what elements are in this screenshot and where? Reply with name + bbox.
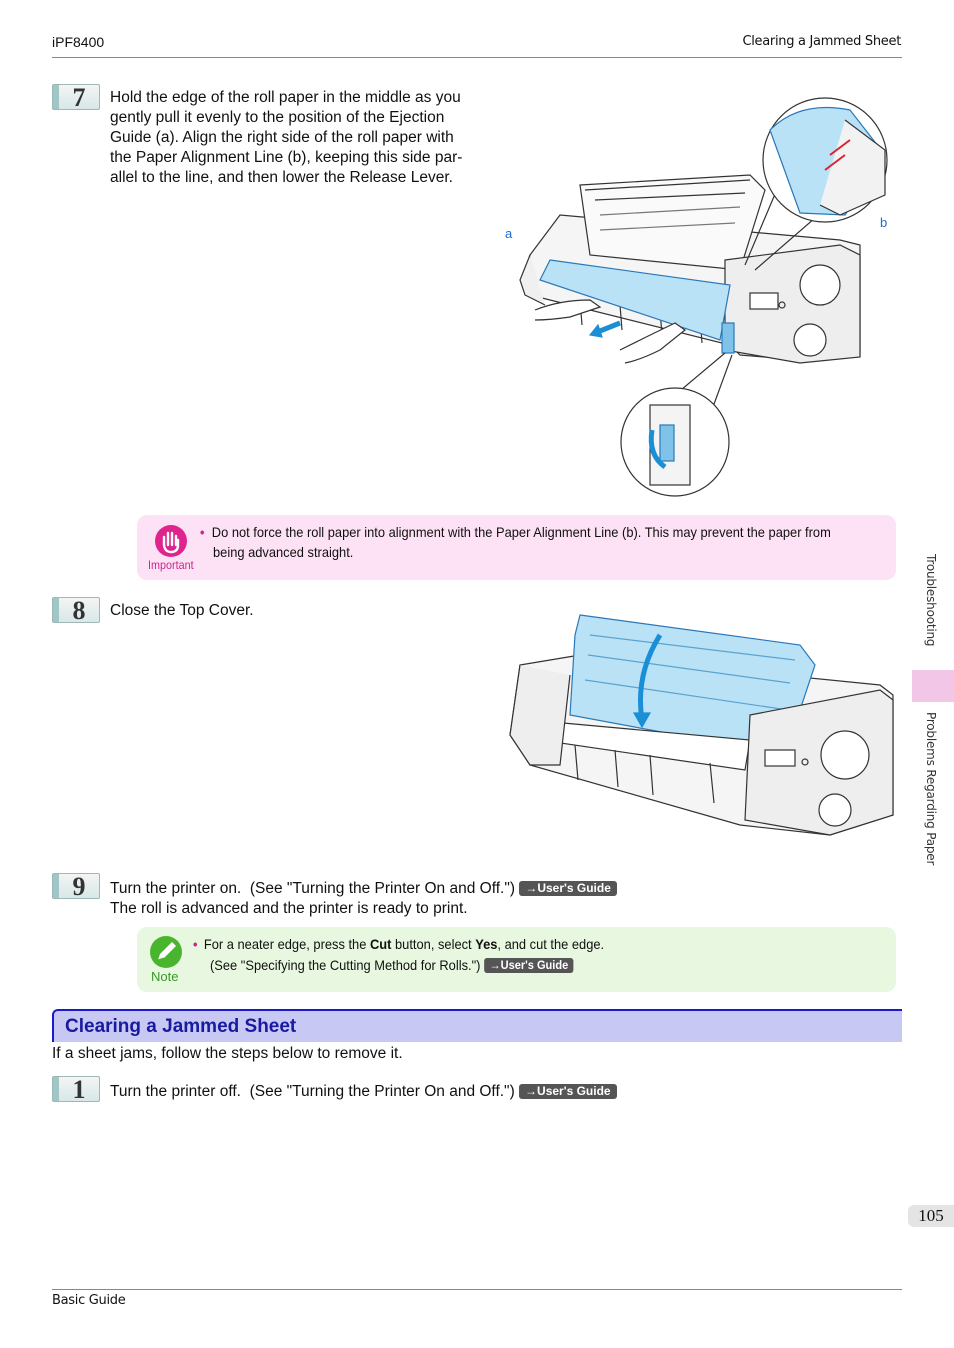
step-8-number: 8 <box>52 597 100 624</box>
step-7-line: the Paper Alignment Line (b), keeping th… <box>110 149 463 166</box>
step-7-line: gently pull it evenly to the position of… <box>110 109 445 126</box>
note-label: Note <box>151 969 179 984</box>
callout-b: b <box>880 215 887 230</box>
step-1-line: Turn the printer off. (See "Turning the … <box>110 1082 617 1102</box>
header-divider <box>52 57 902 58</box>
note-text-mid: button, select <box>391 936 476 952</box>
sidebar-category: Troubleshooting <box>924 554 938 647</box>
step-9-line-2: The roll is advanced and the printer is … <box>110 900 468 917</box>
footer-divider <box>52 1289 902 1290</box>
step-1-number: 1 <box>52 1076 100 1103</box>
footer-guide: Basic Guide <box>52 1293 126 1308</box>
section-title: Clearing a Jammed Sheet <box>65 1016 297 1037</box>
users-guide-link[interactable]: →User's Guide <box>519 881 617 896</box>
users-guide-link[interactable]: →User's Guide <box>519 1084 617 1099</box>
step-7-text: Hold the edge of the roll paper in the m… <box>110 88 500 188</box>
important-text: • Do not force the roll paper into align… <box>200 522 831 542</box>
cut-keyword: Cut <box>369 936 392 952</box>
important-label: Important <box>148 558 194 572</box>
step-9-line-1: Turn the printer on. (See "Turning the P… <box>110 879 617 899</box>
users-guide-link[interactable]: →User's Guide <box>484 958 574 973</box>
section-intro: If a sheet jams, follow the steps below … <box>52 1045 403 1062</box>
page-number: 105 <box>908 1205 954 1227</box>
note-text-post: , and cut the edge. <box>497 936 605 952</box>
header-model: iPF8400 <box>52 34 105 50</box>
step-9-text: Turn the printer on. (See "Turning the P… <box>110 880 520 897</box>
step-7-illustration: a b <box>505 97 888 497</box>
note-ref: (See "Specifying the Cutting Method for … <box>210 957 485 973</box>
step-7-line: allel to the line, and then lower the Re… <box>110 169 453 186</box>
sidebar-subcategory: Problems Regarding Paper <box>924 712 938 866</box>
bullet: • <box>200 524 205 540</box>
note-line-2: (See "Specifying the Cutting Method for … <box>210 955 574 975</box>
step-7-line: Guide (a). Align the right side of the r… <box>110 129 454 146</box>
yes-keyword: Yes <box>475 936 498 952</box>
callout-a: a <box>505 226 513 241</box>
section-header-bar <box>52 1009 902 1042</box>
step-8-illustration <box>509 614 894 836</box>
header-section: Clearing a Jammed Sheet <box>742 34 901 49</box>
note-text-pre: For a neater edge, press the <box>203 936 370 952</box>
note-line-1: • For a neater edge, press the Cut butto… <box>193 934 604 954</box>
step-7-number: 7 <box>52 84 100 111</box>
pencil-note-icon <box>150 936 182 968</box>
important-line-1: Do not force the roll paper into alignme… <box>211 524 831 540</box>
sidebar-tab-marker <box>912 670 954 702</box>
important-box <box>137 515 896 580</box>
step-7-line: Hold the edge of the roll paper in the m… <box>110 89 461 106</box>
step-9-number: 9 <box>52 873 100 900</box>
step-8-text: Close the Top Cover. <box>110 602 254 619</box>
bullet: • <box>193 936 198 952</box>
important-line-2: being advanced straight. <box>213 544 354 560</box>
step-1-text: Turn the printer off. (See "Turning the … <box>110 1083 520 1100</box>
stop-hand-icon <box>155 525 187 557</box>
